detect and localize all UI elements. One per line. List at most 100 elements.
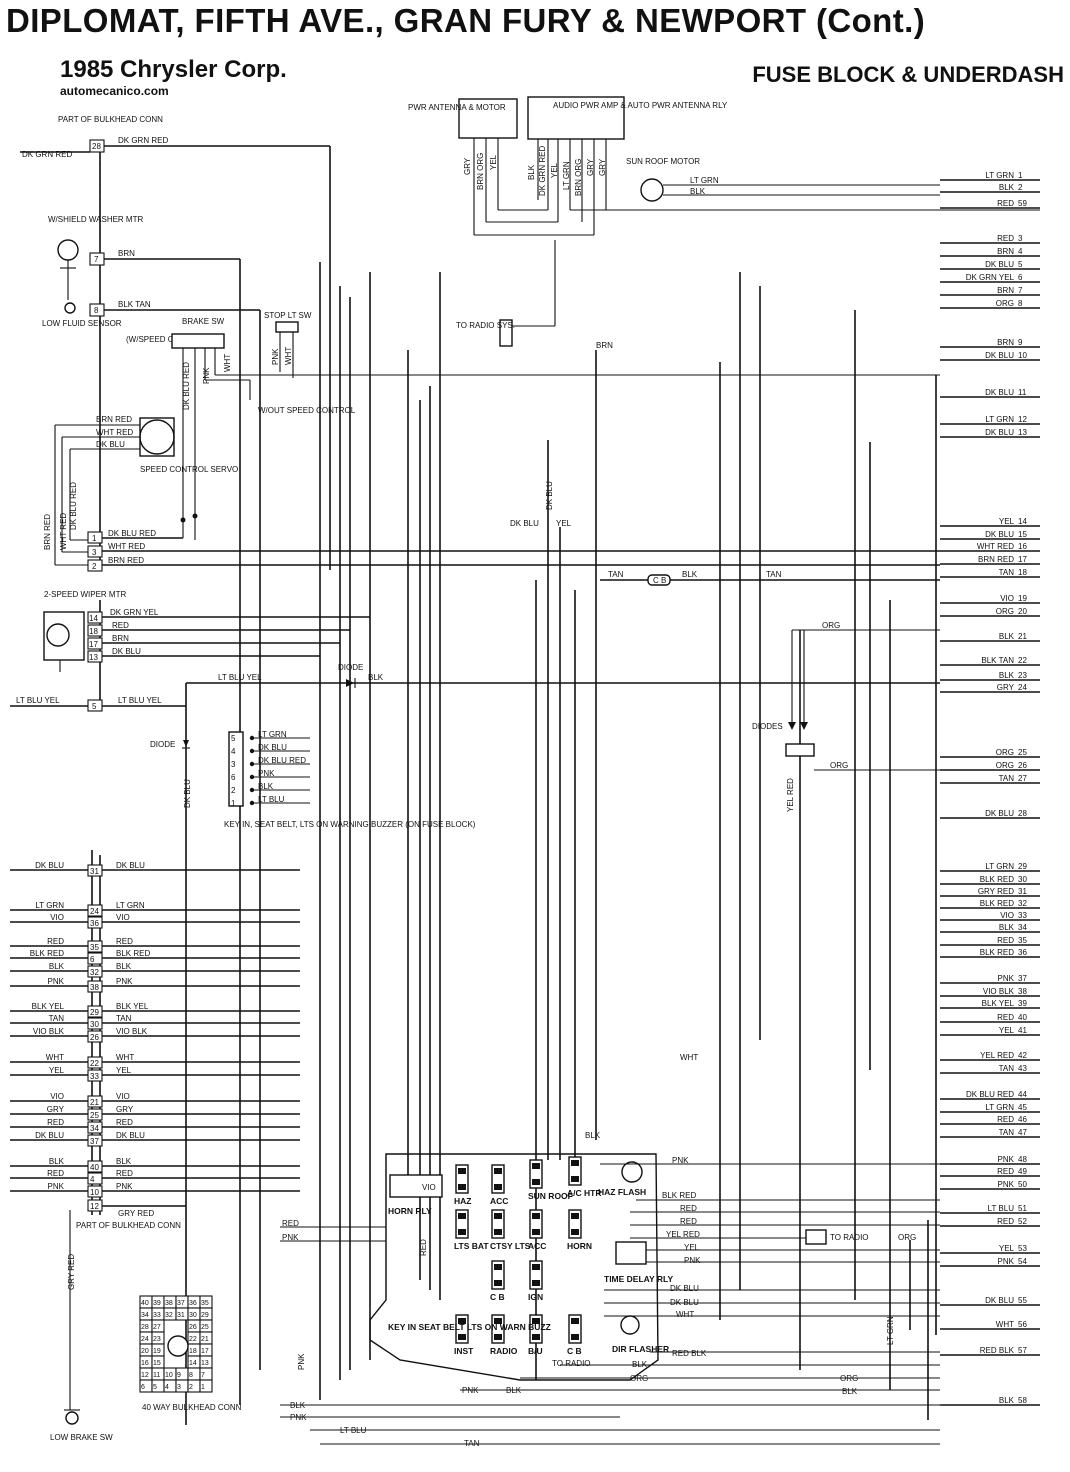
- fb-org: ORG: [630, 1374, 648, 1383]
- bulkhead-pin-number: 34: [90, 1124, 99, 1133]
- bulkhead-out-color: RED: [116, 1118, 133, 1127]
- left-wire-color: BLK YEL: [32, 1002, 65, 1011]
- wht-brake: WHT: [223, 354, 232, 372]
- cb-tan-label-2: TAN: [766, 570, 782, 579]
- right-wire-color: GRY: [997, 683, 1015, 692]
- buzzer-wire-color: DK BLU RED: [258, 756, 306, 765]
- left-wire-color: BLK: [49, 962, 65, 971]
- right-wire-color: BLK: [999, 1396, 1015, 1405]
- fuse-label: HORN: [567, 1241, 592, 1251]
- right-wire-color: VIO: [1000, 911, 1014, 920]
- bulkhead-out-color: GRY: [116, 1105, 134, 1114]
- right-wire-number: 46: [1018, 1115, 1027, 1124]
- pin-2-label: 2: [92, 562, 97, 571]
- svg-text:34: 34: [141, 1312, 149, 1319]
- right-wire-number: 21: [1018, 632, 1027, 641]
- pin-28-label: 28: [92, 142, 101, 151]
- stop-lt-sw-label: STOP LT SW: [264, 311, 312, 320]
- right-wire-number: 36: [1018, 948, 1027, 957]
- right-wire-number: 15: [1018, 530, 1027, 539]
- right-wire-number: 40: [1018, 1013, 1027, 1022]
- fuse: ACC: [528, 1209, 546, 1251]
- right-wire-number: 1: [1018, 171, 1023, 180]
- right-wire-number: 2: [1018, 183, 1023, 192]
- right-wire-color: ORG: [996, 299, 1014, 308]
- pin-18-wire-label: RED: [112, 621, 129, 630]
- left-wire-color: DK BLU: [35, 1131, 64, 1140]
- fb-pnk-3: PNK: [462, 1386, 479, 1395]
- fuse: A/C HTR: [567, 1156, 601, 1198]
- svg-text:25: 25: [201, 1324, 209, 1331]
- fuse: ACC: [490, 1164, 508, 1206]
- bulkhead-pin-number: 32: [90, 968, 99, 977]
- wo-speed-control-label: W/OUT SPEED CONTROL: [258, 406, 356, 415]
- left-wire-color: BLK: [49, 1157, 65, 1166]
- pin-8-wire-label: BLK TAN: [118, 300, 151, 309]
- svg-text:1: 1: [231, 799, 236, 808]
- left-wire-color: RED: [47, 1169, 64, 1178]
- right-wire-number: 37: [1018, 974, 1027, 983]
- lt-grn-vertical-right: LT GRN: [886, 1316, 895, 1345]
- bulkhead-pin-number: 4: [90, 1175, 95, 1184]
- section-title: FUSE BLOCK & UNDERDASH: [752, 62, 1064, 87]
- fuse: C B: [567, 1314, 582, 1356]
- lt-blu-yel-top: LT BLU YEL: [218, 673, 262, 682]
- right-wire-number: 13: [1018, 428, 1027, 437]
- dir-flasher-label: DIR FLASHER: [612, 1344, 669, 1354]
- pin-17-wire-label: BRN: [112, 634, 129, 643]
- right-wire-color: RED: [997, 234, 1014, 243]
- right-wire-color: WHT RED: [977, 542, 1014, 551]
- bulkhead-pin-number: 6: [90, 955, 95, 964]
- right-wire-number: 35: [1018, 936, 1027, 945]
- right-wire-color: BLK: [999, 671, 1015, 680]
- pnk-brake: PNK: [202, 367, 211, 384]
- svg-text:39: 39: [153, 1300, 161, 1307]
- svg-text:32: 32: [165, 1312, 173, 1319]
- right-wire-number: 7: [1018, 286, 1023, 295]
- to-radio-sys-label: TO RADIO SYS.: [456, 321, 515, 330]
- bulkhead-out-color: VIO: [116, 1092, 130, 1101]
- fb-blk-4: BLK: [842, 1387, 858, 1396]
- right-wire-number: 39: [1018, 999, 1027, 1008]
- pin-18-label: 18: [89, 627, 98, 636]
- bulkhead-out-color: YEL: [116, 1066, 132, 1075]
- brn-mid-label: BRN: [596, 341, 613, 350]
- right-wire-number: 4: [1018, 247, 1023, 256]
- dk-grn-red-top-label: DK GRN RED: [118, 136, 168, 145]
- fuse-block-outline: [369, 1153, 659, 1381]
- right-wire-color: BLK TAN: [981, 656, 1014, 665]
- wht-red-servo-vert: WHT RED: [59, 513, 68, 550]
- right-wire-number: 56: [1018, 1320, 1027, 1329]
- svg-text:12: 12: [141, 1372, 149, 1379]
- pin-5-label: 5: [92, 702, 97, 711]
- key-in-warn-label: KEY IN SEAT BELT LTS ON WARN BUZZ: [388, 1322, 551, 1332]
- pin-13-wire-label: DK BLU: [112, 647, 141, 656]
- bulkhead-pin-number: 38: [90, 983, 99, 992]
- fb-blk-red: BLK RED: [662, 1191, 696, 1200]
- right-wire-color: TAN: [999, 1064, 1015, 1073]
- bulkhead-out-color: DK BLU: [116, 1131, 145, 1140]
- right-wire-number: 33: [1018, 911, 1027, 920]
- right-wire-number: 43: [1018, 1064, 1027, 1073]
